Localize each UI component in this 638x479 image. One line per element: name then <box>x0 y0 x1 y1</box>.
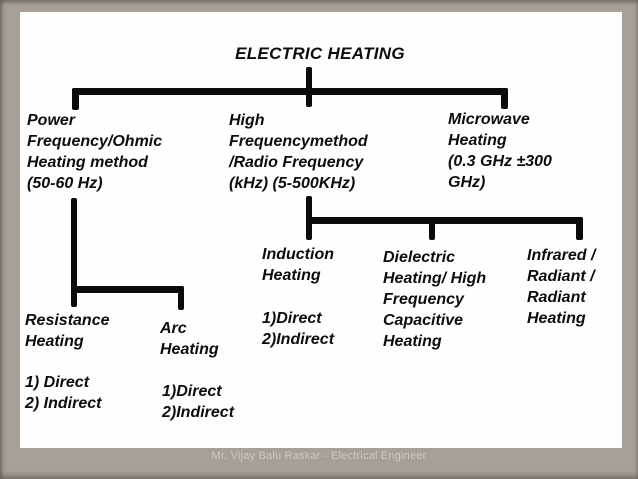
node-induction: Induction Heating <box>262 246 334 284</box>
connector-arc-drop <box>178 286 184 310</box>
connector-level1-left-drop <box>72 88 79 110</box>
node-high-frequency: High Frequencymethod /Radio Frequency (k… <box>229 112 368 192</box>
connector-power-bar <box>71 286 184 293</box>
diagram-title: ELECTRIC HEATING <box>235 44 405 63</box>
node-arc-items: 1)Direct 2)Indirect <box>162 383 235 421</box>
connector-level2-bar <box>306 217 583 224</box>
connector-level2-right-drop <box>576 217 583 240</box>
node-infrared: Infrared / Radiant / Radiant Heating <box>527 247 596 327</box>
connector-root-stem <box>306 67 312 107</box>
node-resistance: Resistance Heating <box>25 312 110 350</box>
node-arc: Arc Heating <box>160 320 219 358</box>
connector-level1-right-drop <box>501 88 508 109</box>
connector-power-stem <box>71 198 77 307</box>
node-resistance-items: 1) Direct 2) Indirect <box>25 374 102 412</box>
node-microwave: Microwave Heating (0.3 GHz ±300 GHz) <box>448 111 552 191</box>
connector-level1-bar <box>72 88 508 95</box>
footer-credit: Mr. Vijay Balu Raskar - Electrical Engin… <box>211 450 427 462</box>
node-induction-items: 1)Direct 2)Indirect <box>262 310 335 348</box>
connector-level2-mid-drop <box>429 217 435 240</box>
node-power-frequency: Power Frequency/Ohmic Heating method (50… <box>27 112 163 192</box>
node-dielectric: Dielectric Heating/ High Frequency Capac… <box>383 249 487 350</box>
diagram-canvas <box>20 12 622 448</box>
